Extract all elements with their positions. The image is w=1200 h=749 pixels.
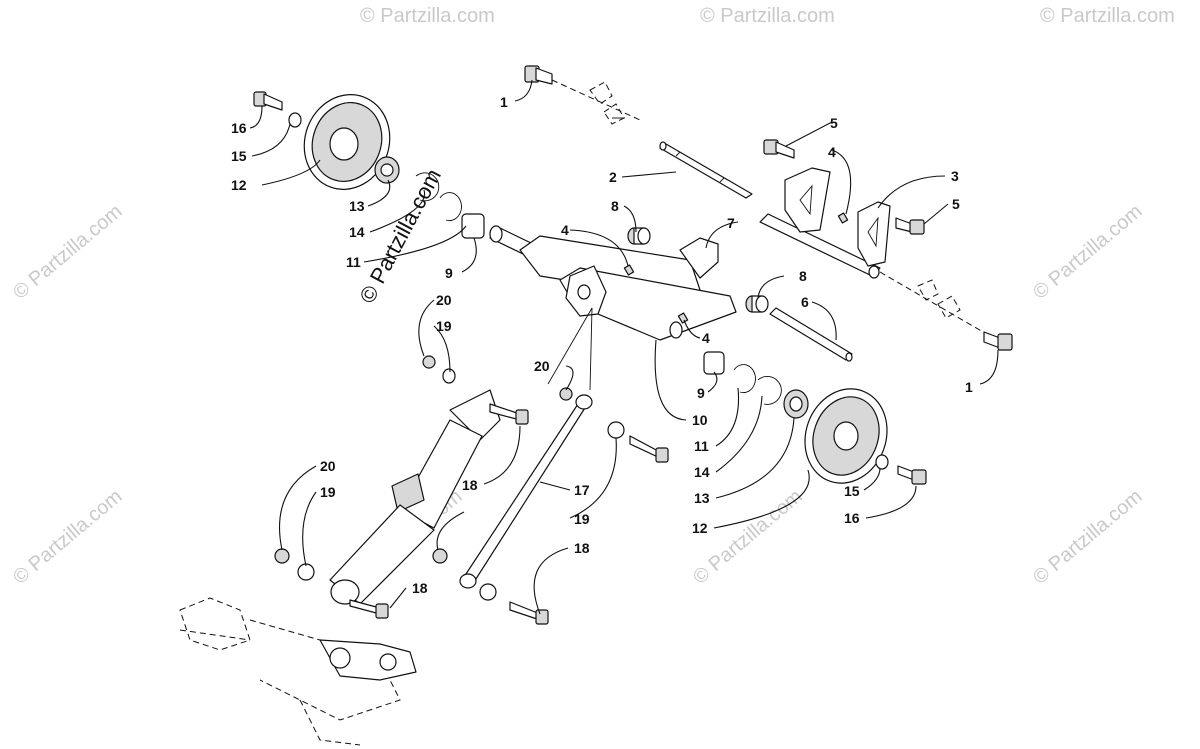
set-screw-4 xyxy=(837,212,849,224)
callout-3: 3 xyxy=(951,168,959,184)
callout-4: 4 xyxy=(828,144,836,160)
callout-18: 18 xyxy=(574,540,590,556)
callout-19: 19 xyxy=(436,318,452,334)
callout-6: 6 xyxy=(801,294,809,310)
bracket-3 xyxy=(759,167,891,279)
bushing-8-top xyxy=(627,227,651,245)
callout-12: 12 xyxy=(231,177,247,193)
callout-1: 1 xyxy=(500,94,508,110)
callout-20: 20 xyxy=(436,292,452,308)
bracket-assembly xyxy=(524,65,1013,362)
callout-14: 14 xyxy=(349,224,365,240)
watermark-faint: © Partzilla.com xyxy=(9,485,126,588)
watermark-faint: © Partzilla.com xyxy=(1029,485,1146,588)
callout-4: 4 xyxy=(702,330,710,346)
frame-fragment xyxy=(179,597,417,746)
callout-5: 5 xyxy=(952,196,960,212)
callout-19: 19 xyxy=(574,511,590,527)
watermark-faint: © Partzilla.com xyxy=(9,200,126,303)
idler-wheel-right xyxy=(703,351,927,485)
callout-11: 11 xyxy=(346,254,361,270)
idler-wheel-left xyxy=(253,91,485,239)
callout-19: 19 xyxy=(320,484,336,500)
callout-9: 9 xyxy=(697,385,705,401)
bolt-5-left xyxy=(763,139,795,159)
callout-9: 9 xyxy=(445,265,453,281)
callout-16: 16 xyxy=(231,120,247,136)
callout-14: 14 xyxy=(694,464,710,480)
bolt-1-bottom xyxy=(983,331,1013,351)
watermark-faint: © Partzilla.com xyxy=(700,5,835,27)
watermark-faint: © Partzilla.com xyxy=(1040,5,1175,27)
callout-7: 7 xyxy=(727,215,735,231)
bolt-5-right xyxy=(895,217,925,235)
callout-4: 4 xyxy=(561,222,569,238)
callout-20: 20 xyxy=(534,358,550,374)
callout-20: 20 xyxy=(320,458,336,474)
watermark-faint: © Partzilla.com xyxy=(1029,200,1146,303)
callout-13: 13 xyxy=(349,198,365,214)
a-arm-10 xyxy=(489,225,737,391)
link-rod-17 xyxy=(432,387,669,625)
callout-15: 15 xyxy=(844,483,860,499)
callout-5: 5 xyxy=(830,115,838,131)
callout-8: 8 xyxy=(611,198,619,214)
leader-lines xyxy=(249,79,999,615)
callout-1: 1 xyxy=(965,379,973,395)
callout-17: 17 xyxy=(574,482,590,498)
callout-15: 15 xyxy=(231,148,247,164)
callout-18: 18 xyxy=(462,477,478,493)
callout-18: 18 xyxy=(412,580,428,596)
watermark-main: © Partzilla.com xyxy=(354,165,446,308)
callout-8: 8 xyxy=(799,268,807,284)
bolt-1-top xyxy=(524,65,641,121)
shock-absorber xyxy=(274,355,529,619)
shaft-2 xyxy=(659,141,753,199)
callout-11: 11 xyxy=(694,438,709,454)
bushing-8-right xyxy=(745,295,769,313)
watermark-faint: © Partzilla.com xyxy=(360,5,495,27)
callout-10: 10 xyxy=(692,412,708,428)
shaft-6 xyxy=(769,307,853,362)
callout-12: 12 xyxy=(692,520,708,536)
callout-13: 13 xyxy=(694,490,710,506)
callout-2: 2 xyxy=(609,169,617,185)
callout-16: 16 xyxy=(844,510,860,526)
callout-labels: 1 1 2 3 4 4 4 5 5 6 7 8 8 9 9 10 11 11 1… xyxy=(231,94,973,596)
